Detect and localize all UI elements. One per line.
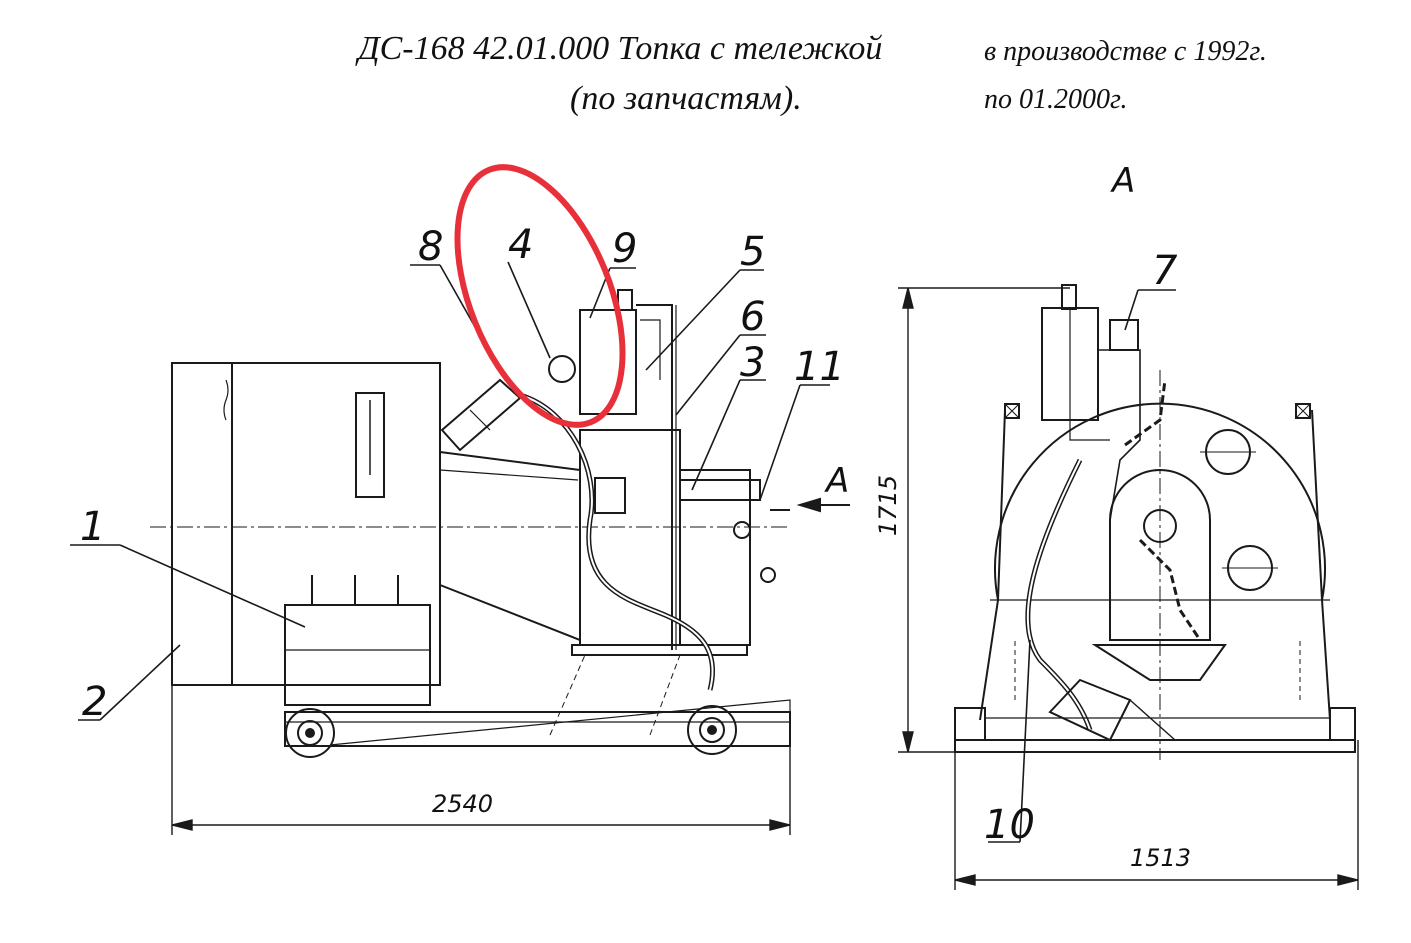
callout-9: 9 (612, 226, 637, 272)
callout-11: 11 (794, 344, 845, 390)
callout-1: 1 (80, 504, 105, 550)
drawing-title-line1: ДС-168 42.01.000 Топка с тележкой (358, 30, 883, 67)
dimension-length-value: 2540 (432, 790, 493, 818)
highlight-ellipse (454, 164, 626, 428)
callout-3: 3 (740, 340, 765, 386)
view-section-label: A (1110, 161, 1135, 201)
callout-6: 6 (740, 294, 765, 340)
drawing-title-line2: (по запчастям). (570, 80, 802, 117)
dimension-height-value: 1715 (874, 475, 902, 536)
view-arrow-label: A (824, 461, 849, 501)
callout-8: 8 (418, 224, 443, 270)
callout-7: 7 (1152, 248, 1178, 294)
callout-2: 2 (82, 679, 107, 725)
front-view-a (954, 284, 1356, 760)
dimension-1715 (898, 287, 1070, 753)
production-period-line2: по 01.2000г. (984, 84, 1128, 115)
dimension-width-value: 1513 (1130, 844, 1191, 872)
callout-5: 5 (740, 229, 765, 275)
side-view (150, 289, 850, 758)
dimension-2540 (171, 685, 791, 835)
production-period-line1: в производстве с 1992г. (984, 36, 1267, 67)
callout-10: 10 (984, 802, 1035, 848)
callout-4: 4 (508, 222, 533, 268)
dimension-1513 (954, 740, 1359, 890)
